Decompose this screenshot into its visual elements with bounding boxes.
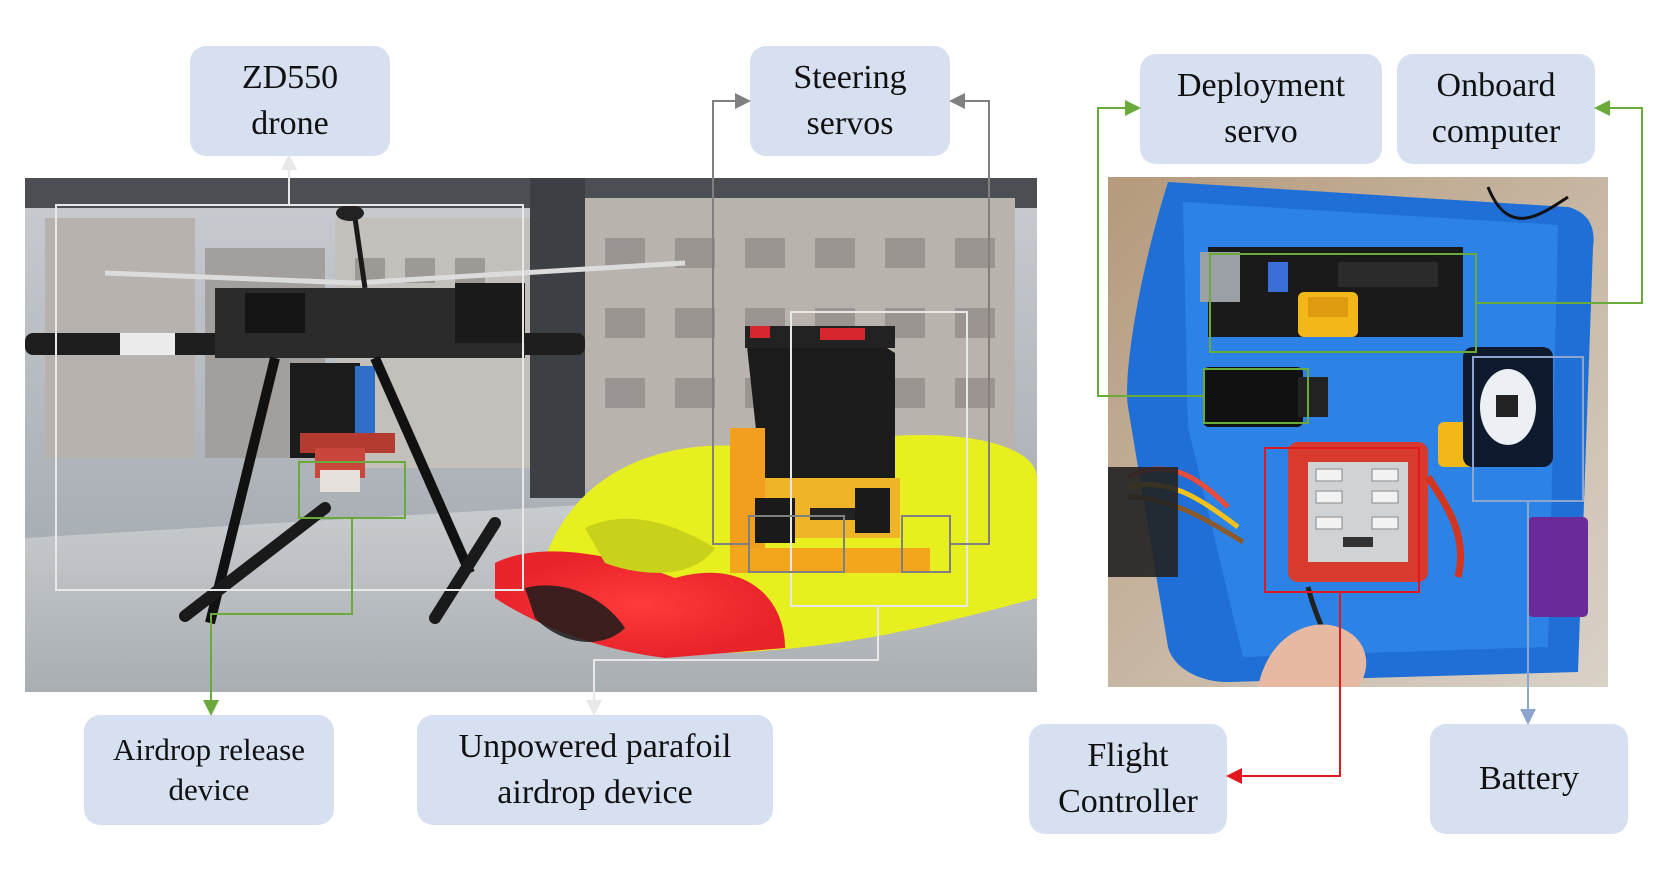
avionics-photo-illustration [1108, 177, 1608, 687]
label-onboard-computer: Onboard computer [1397, 54, 1595, 164]
label-deployment-servo: Deployment servo [1140, 54, 1382, 164]
label-airdrop-release: Airdrop release device [84, 715, 334, 825]
drone-photo [25, 178, 1037, 692]
avionics-photo [1108, 177, 1608, 687]
label-battery: Battery [1430, 724, 1628, 834]
drone-photo-illustration [25, 178, 1037, 692]
label-flight-controller: Flight Controller [1029, 724, 1227, 834]
label-steering-servos: Steering servos [750, 46, 950, 156]
label-unpowered-parafoil: Unpowered parafoil airdrop device [417, 715, 773, 825]
label-zd550-drone: ZD550 drone [190, 46, 390, 156]
